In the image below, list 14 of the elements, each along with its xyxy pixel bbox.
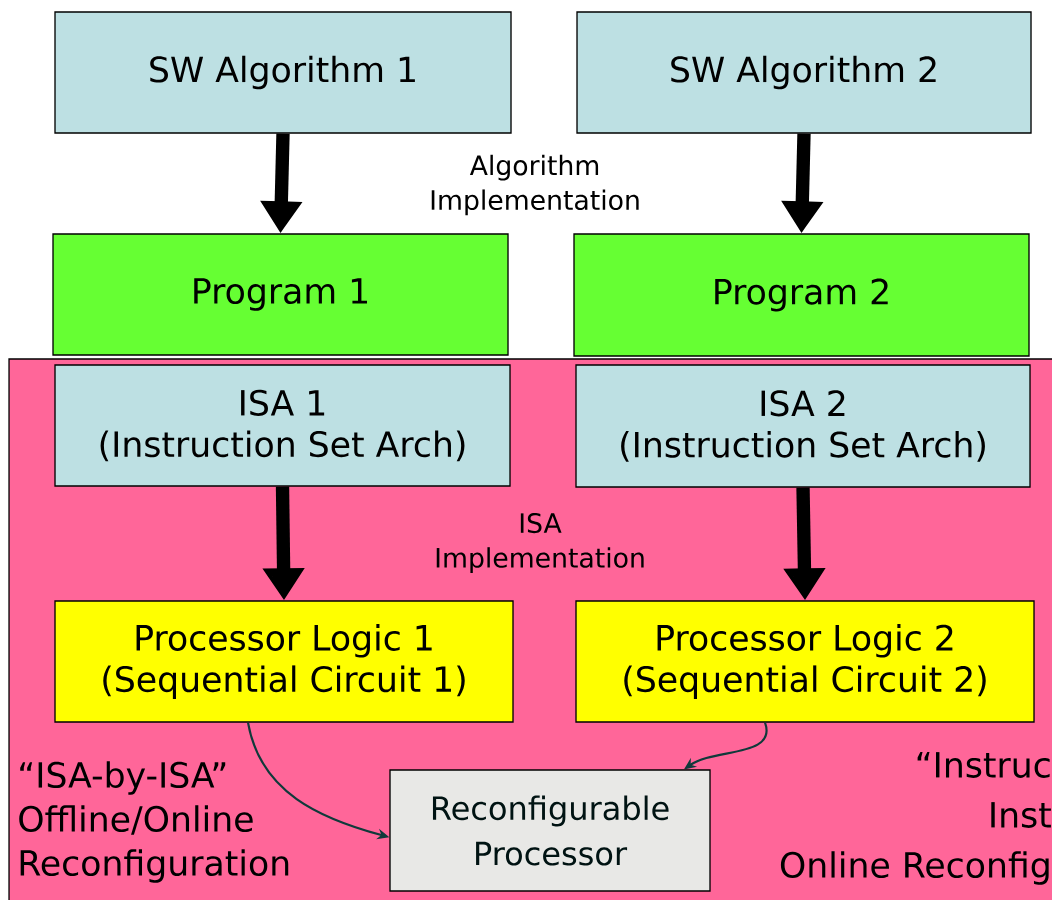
program-box: Program 2 — [573, 233, 1030, 357]
process-box: SW Algorithm 1 — [54, 11, 512, 134]
side-note: “ISA-by-ISA” Offline/Online Reconfiguration — [19, 761, 289, 883]
program-box: Program 1 — [52, 233, 509, 356]
logic-box: Processor Logic 1 (Sequential Circuit 1) — [54, 600, 514, 723]
isa-box: ISA 1 (Instruction Set Arch) — [54, 364, 511, 487]
process-box: SW Algorithm 2 — [576, 11, 1032, 134]
logic-box: Processor Logic 2 (Sequential Circuit 2) — [575, 600, 1035, 723]
side-note: Online Reconfig — [780, 851, 1049, 885]
processor-box: Reconfigurable Processor — [389, 769, 711, 892]
mid-label: ISA Implementation — [436, 513, 644, 573]
isa-box: ISA 2 (Instruction Set Arch) — [575, 364, 1031, 488]
side-note: Inst — [991, 802, 1051, 828]
mid-label: Algorithm Implementation — [431, 154, 639, 216]
